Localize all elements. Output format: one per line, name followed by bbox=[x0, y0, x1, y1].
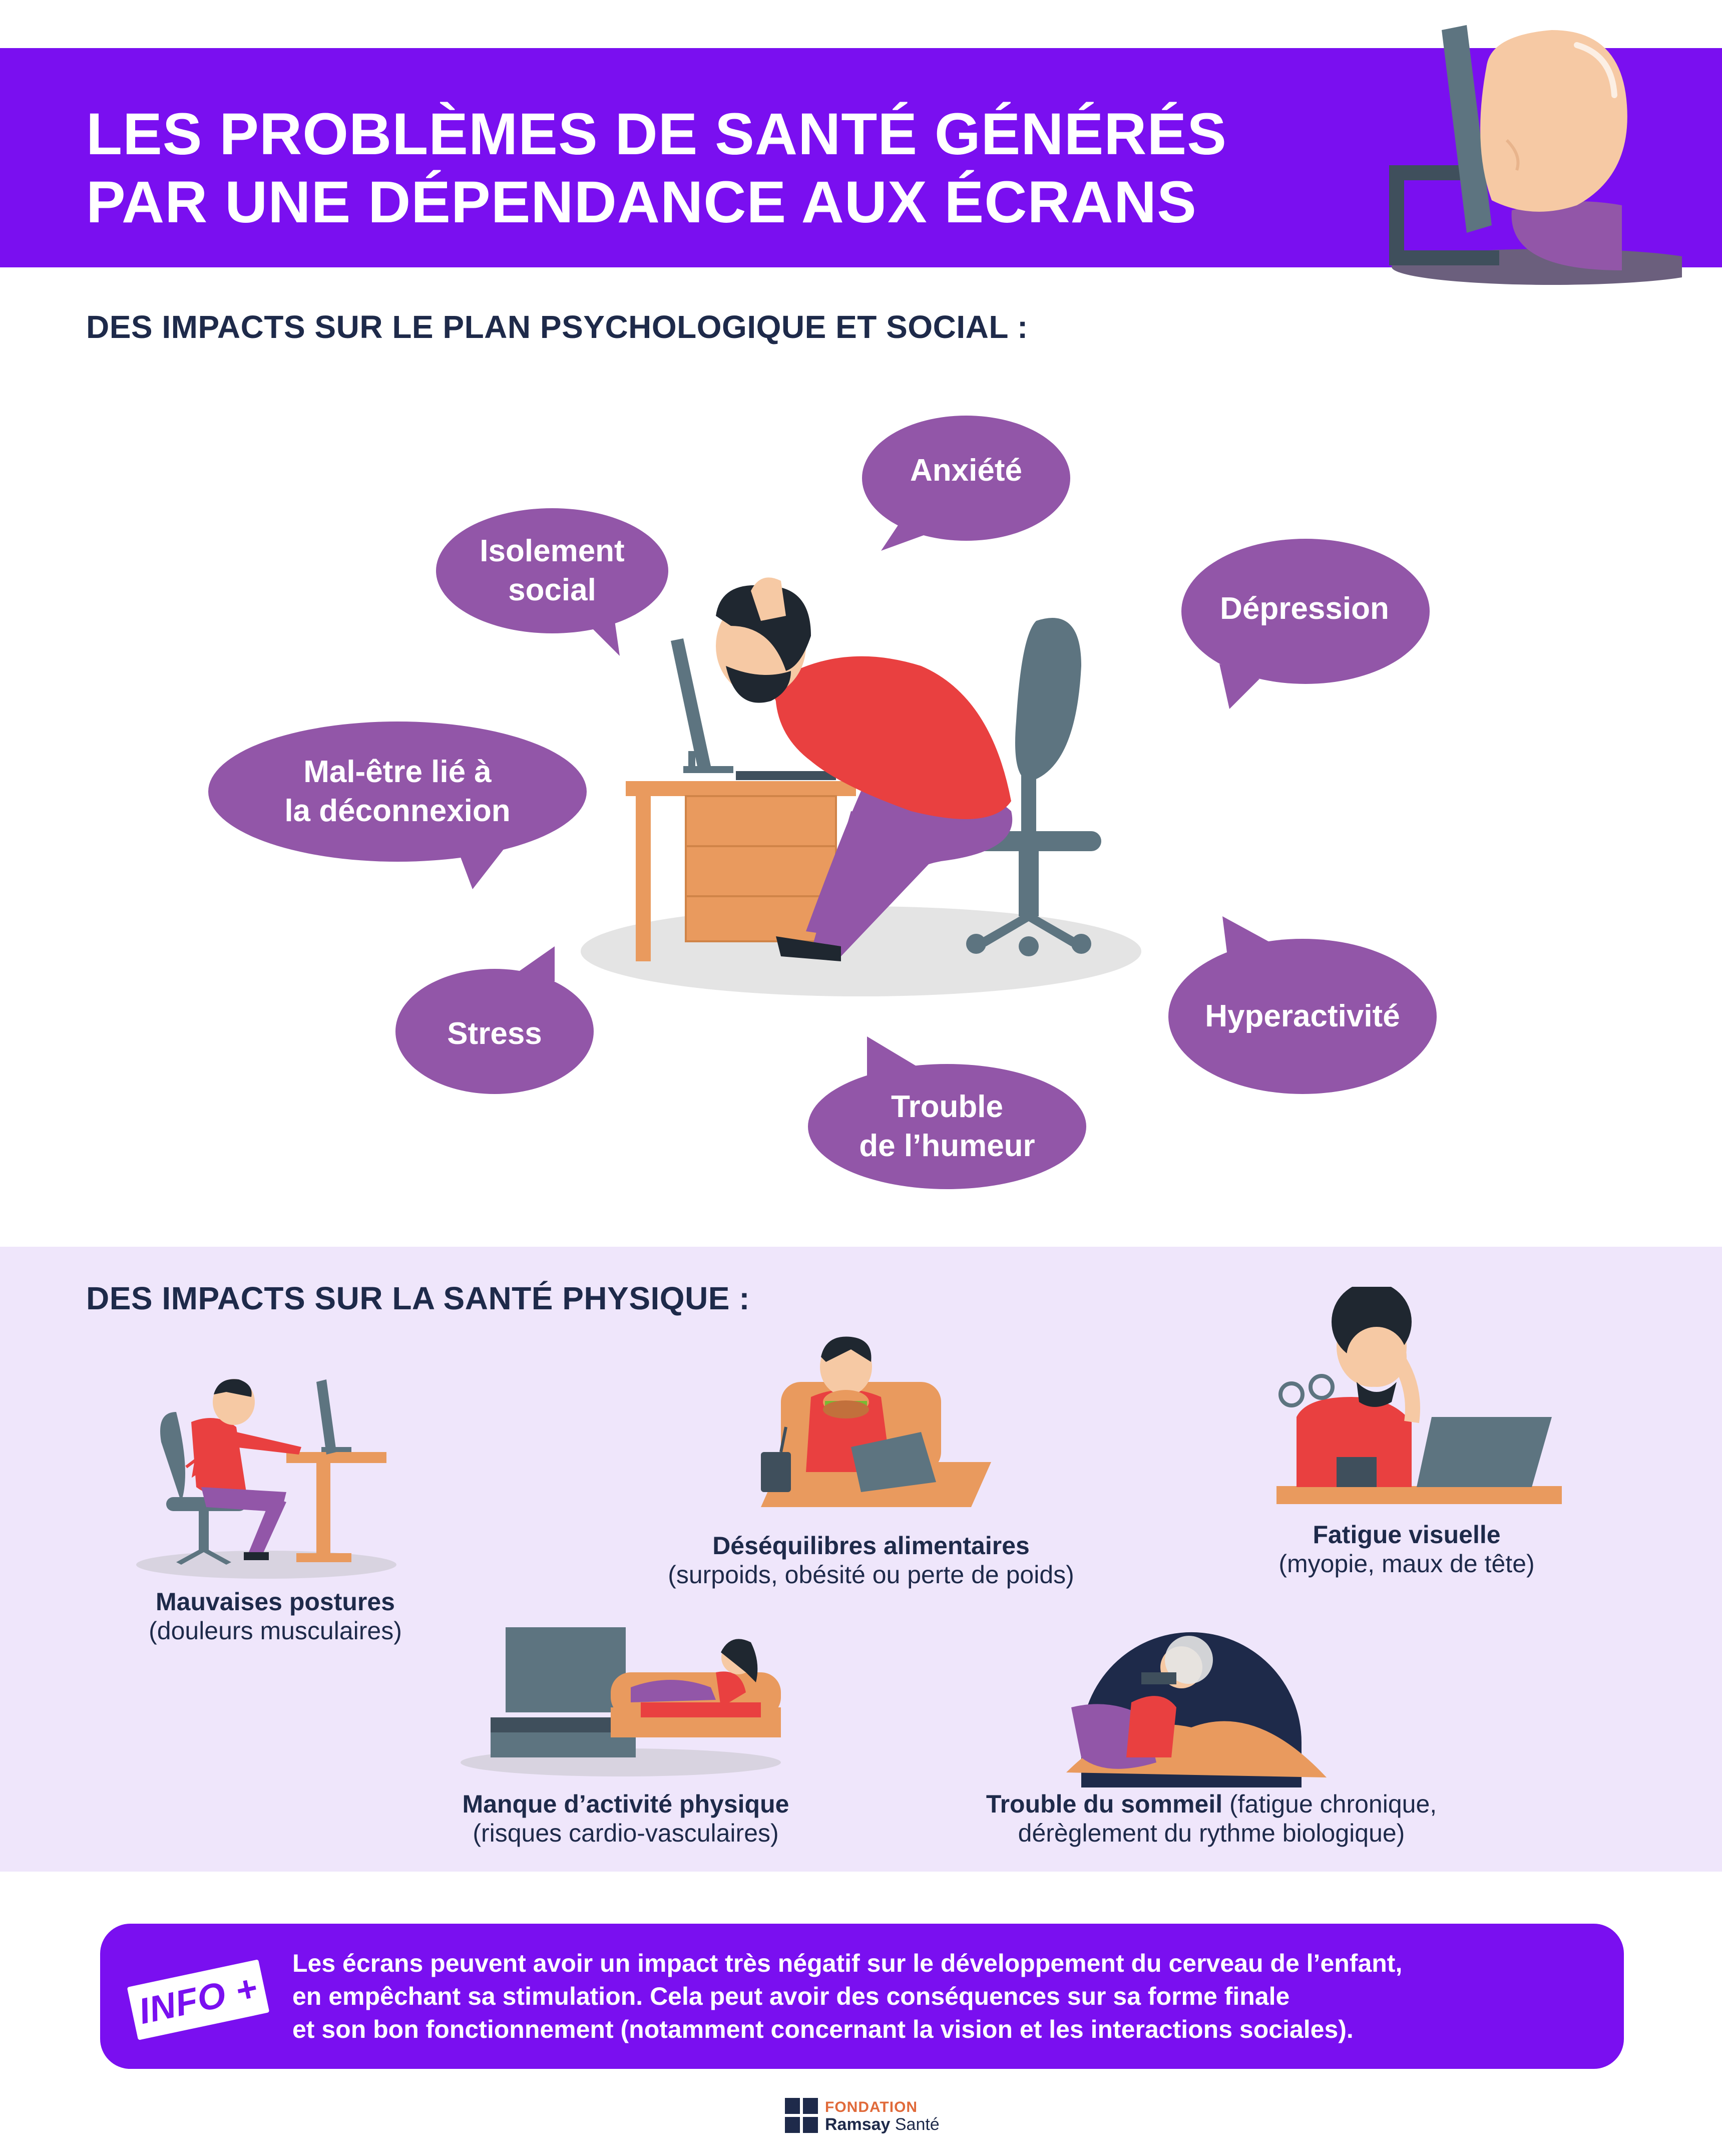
eating-junk-food-illustration bbox=[761, 1336, 991, 1507]
page-title-line2: PAR UNE DÉPENDANCE AUX ÉCRANS bbox=[86, 169, 1197, 235]
caption-sub: (risques cardio-vasculaires) bbox=[473, 1819, 779, 1847]
caption-sub: (surpoids, obésité ou perte de poids) bbox=[668, 1561, 1074, 1589]
info-text-line2: en empêchant sa stimulation. Cela peut a… bbox=[292, 1982, 1290, 2010]
bubble-label: Hyperactivité bbox=[1205, 999, 1400, 1033]
sleep-trouble-illustration bbox=[1066, 1632, 1327, 1787]
physical-section-title: DES IMPACTS SUR LA SANTÉ PHYSIQUE : bbox=[86, 1280, 750, 1316]
caption-main: Fatigue visuelle bbox=[1313, 1521, 1501, 1549]
caption-sub-inline: (fatigue chronique, bbox=[1222, 1790, 1437, 1818]
caption-trouble-sommeil: Trouble du sommeil (fatigue chronique, d… bbox=[941, 1789, 1482, 1848]
info-text-line3: et son bon fonctionnement (notamment con… bbox=[292, 2015, 1354, 2043]
caption-desequilibres-alimentaires: Déséquilibres alimentaires (surpoids, ob… bbox=[611, 1531, 1131, 1589]
page-title: LES PROBLÈMES DE SANTÉ GÉNÉRÉS PAR UNE D… bbox=[86, 100, 1338, 236]
logo-line1: FONDATION bbox=[825, 2099, 918, 2115]
header-band bbox=[0, 48, 1722, 267]
page-title-line1: LES PROBLÈMES DE SANTÉ GÉNÉRÉS bbox=[86, 101, 1227, 167]
bubble-mal-etre-deconnexion: Mal-être lié à la déconnexion bbox=[207, 719, 588, 889]
caption-sub: (douleurs musculaires) bbox=[149, 1617, 402, 1645]
bubble-label: Stress bbox=[447, 1016, 542, 1051]
bubble-isolement-social: Isolement social bbox=[435, 506, 670, 656]
bubble-anxiete: Anxiété bbox=[861, 411, 1071, 551]
caption-main: Mauvaises postures bbox=[156, 1588, 395, 1616]
bubble-depression: Dépression bbox=[1179, 534, 1430, 709]
info-box bbox=[100, 1924, 1624, 2069]
logo-line2: Ramsay Santé bbox=[825, 2115, 940, 2134]
caption-sub: (myopie, maux de tête) bbox=[1278, 1550, 1535, 1578]
stressed-man-at-desk-illustration bbox=[581, 577, 1141, 996]
logo-line2-bold: Ramsay bbox=[825, 2115, 891, 2134]
fondation-ramsay-sante-logo: FONDATION Ramsay Santé bbox=[785, 2098, 950, 2138]
bubble-label: Anxiété bbox=[910, 453, 1022, 488]
caption-manque-activite: Manque d’activité physique (risques card… bbox=[415, 1789, 836, 1848]
bubble-label: Mal-être lié à la déconnexion bbox=[284, 755, 511, 828]
eye-strain-illustration bbox=[1276, 1287, 1562, 1504]
logo-mark-icon bbox=[785, 2098, 818, 2133]
bubble-hyperactivite: Hyperactivité bbox=[1167, 916, 1438, 1097]
caption-sub: dérèglement du rythme biologique) bbox=[1018, 1819, 1405, 1847]
watching-tv-on-couch-illustration bbox=[461, 1627, 781, 1776]
bubble-stress: Stress bbox=[394, 946, 595, 1097]
caption-main: Déséquilibres alimentaires bbox=[712, 1532, 1030, 1560]
bubble-trouble-humeur: Trouble de l’humeur bbox=[807, 1036, 1087, 1192]
info-text-line1: Les écrans peuvent avoir un impact très … bbox=[292, 1949, 1403, 1977]
caption-mauvaises-postures: Mauvaises postures (douleurs musculaires… bbox=[100, 1587, 451, 1645]
bubble-label: Trouble de l’humeur bbox=[859, 1090, 1035, 1163]
bubble-label: Isolement social bbox=[480, 534, 625, 607]
bad-posture-illustration bbox=[136, 1379, 396, 1579]
caption-fatigue-visuelle: Fatigue visuelle (myopie, maux de tête) bbox=[1201, 1520, 1612, 1578]
logo-line2-rest: Santé bbox=[890, 2115, 940, 2134]
caption-first-line: Trouble du sommeil (fatigue chronique, bbox=[986, 1790, 1437, 1818]
screen-head-illustration bbox=[1389, 25, 1682, 285]
caption-main: Trouble du sommeil bbox=[986, 1790, 1223, 1818]
caption-main: Manque d’activité physique bbox=[462, 1790, 789, 1818]
psych-section-title: DES IMPACTS SUR LE PLAN PSYCHOLOGIQUE ET… bbox=[86, 309, 1028, 345]
info-text: Les écrans peuvent avoir un impact très … bbox=[292, 1947, 1594, 2046]
bubble-label: Dépression bbox=[1220, 591, 1389, 626]
